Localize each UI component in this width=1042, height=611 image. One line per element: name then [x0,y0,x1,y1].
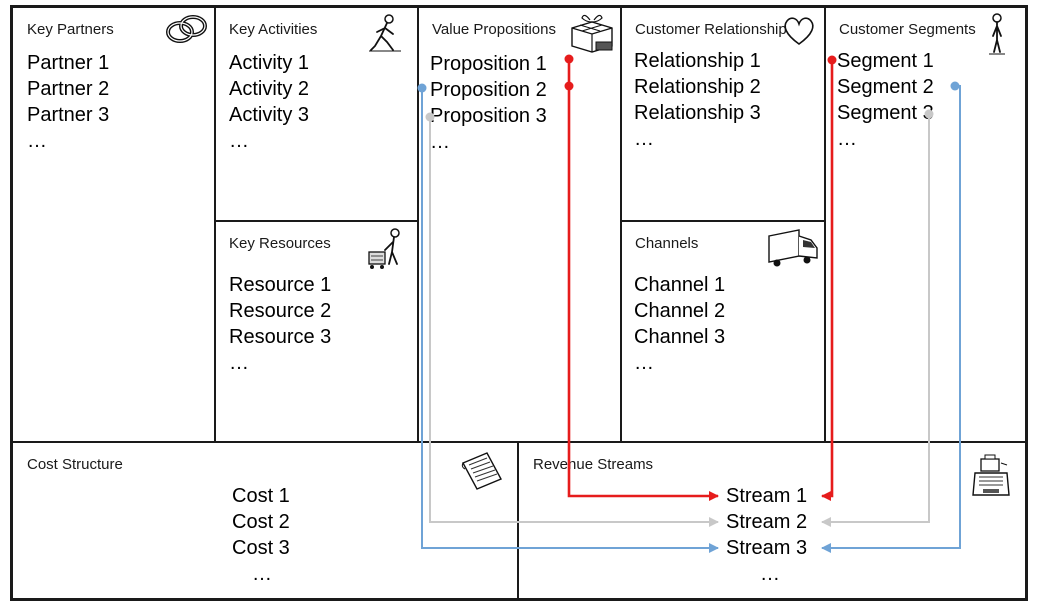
chain-link-icon [166,15,207,43]
gift-box-icon [571,14,613,53]
item-list: Channel 1 Channel 2 Channel 3 … [634,272,725,376]
block-title: Key Resources [229,235,331,252]
list-item: … [27,130,47,152]
block-title: Customer Relationship [635,21,787,38]
item-list: Cost 1 Cost 2 Cost 3 … [232,483,290,587]
block-title: Channels [635,235,699,252]
block-revenue-streams: Revenue Streams Stream 1 Stream 2 Stream… [519,443,1027,599]
block-title: Revenue Streams [533,456,654,473]
block-customer-relationships: Customer Relationship Relationship 1 Rel… [621,8,824,220]
block-title: Cost Structure [27,456,123,473]
worker-kneeling-icon [369,14,401,52]
list-item: Partner 1 [27,52,110,74]
list-item: Segment 3 [837,102,934,124]
list-item: … [252,563,272,585]
list-item: Stream 3 [726,537,808,559]
list-item: Partner 3 [27,104,110,126]
block-title: Customer Segments [839,21,976,38]
list-item: … [430,131,450,153]
list-item: Cost 2 [232,511,290,533]
list-item: Relationship 1 [634,50,761,72]
block-value-propositions: Value Propositions Proposition 1 Proposi… [418,8,620,441]
block-channels: Channels Channel 1 Channel 2 Channel 3 … [621,222,824,441]
list-item: … [760,563,780,585]
list-item: … [229,130,249,152]
divider-v1 [214,6,216,442]
item-list: Activity 1 Activity 2 Activity 3 … [229,50,309,154]
list-item: Activity 3 [229,104,310,126]
divider-h-resources [214,220,418,222]
item-list: Partner 1 Partner 2 Partner 3 … [27,50,109,154]
receipt-paper-icon [461,452,502,490]
item-list: Relationship 1 Relationship 2 Relationsh… [634,48,761,152]
heart-icon [784,17,814,45]
item-list: Resource 1 Resource 2 Resource 3 … [229,272,331,376]
person-standing-icon [989,13,1005,55]
item-list: Segment 1 Segment 2 Segment 3 … [837,48,934,152]
divider-h-channels [620,220,825,222]
list-item: Resource 3 [229,326,332,348]
list-item: Segment 1 [837,50,934,72]
list-item: … [229,352,249,374]
delivery-truck-icon [768,229,818,267]
list-item: Cost 3 [232,537,290,559]
list-item: Proposition 3 [430,105,547,127]
list-item: Stream 2 [726,511,808,533]
block-key-activities: Key Activities Activity 1 Activity 2 Act… [215,8,417,220]
list-item: Cost 1 [232,485,290,507]
cash-register-icon [972,454,1010,496]
block-title: Key Partners [27,21,114,38]
list-item: … [837,128,857,150]
item-list: Proposition 1 Proposition 2 Proposition … [430,51,547,155]
list-item: Channel 3 [634,326,726,348]
block-title: Key Activities [229,21,318,38]
list-item: Partner 2 [27,78,110,100]
block-key-partners: Key Partners Partner 1 Partner 2 Partner… [13,8,213,441]
list-item: Relationship 2 [634,76,761,98]
block-key-resources: Key Resources Resource 1 Resource 2 Reso… [215,222,417,441]
divider-v2 [417,6,419,442]
list-item: … [634,128,654,150]
list-item: … [634,352,654,374]
list-item: Activity 1 [229,52,310,74]
block-customer-segments: Customer Segments Segment 1 Segment 2 Se… [825,8,1027,441]
list-item: Relationship 3 [634,102,761,124]
item-list: Stream 1 Stream 2 Stream 3 … [726,483,807,587]
list-item: Proposition 2 [430,79,547,101]
list-item: Segment 2 [837,76,934,98]
list-item: Resource 2 [229,300,332,322]
list-item: Channel 2 [634,300,726,322]
list-item: Resource 1 [229,274,332,296]
list-item: Channel 1 [634,274,726,296]
block-title: Value Propositions [432,21,556,38]
worker-cart-icon [368,228,400,269]
list-item: Proposition 1 [430,53,547,75]
block-cost-structure: Cost Structure Cost 1 Cost 2 Cost 3 … [13,443,517,599]
list-item: Activity 2 [229,78,310,100]
list-item: Stream 1 [726,485,808,507]
